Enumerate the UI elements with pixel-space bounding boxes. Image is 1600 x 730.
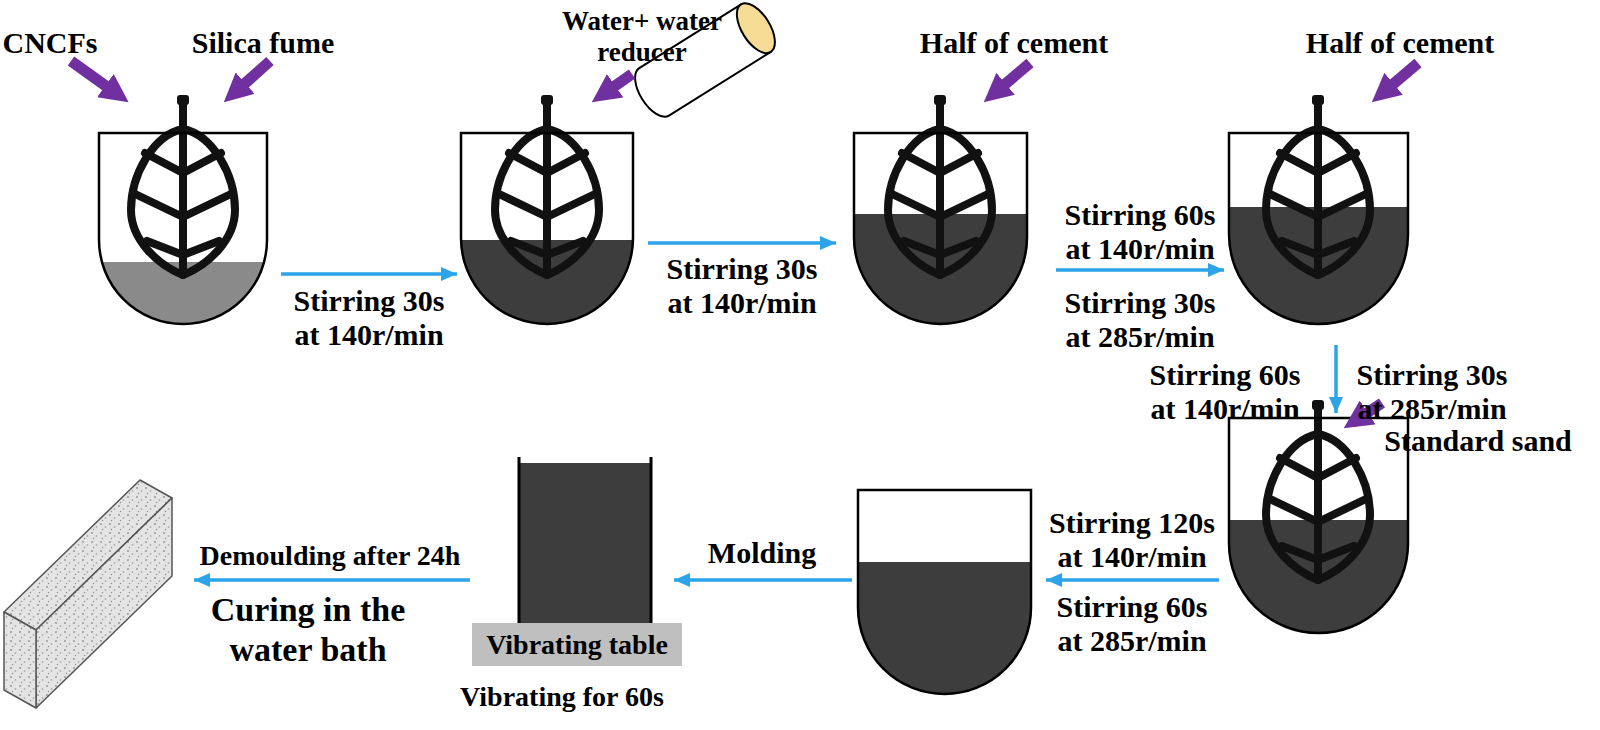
feed-arrow: [71, 61, 117, 94]
ingredient-label: Silica fume: [143, 26, 383, 60]
stirring-label: Stirring 30s at 140r/min: [287, 284, 452, 352]
ingredient-label: Standard sand: [1363, 424, 1593, 458]
step-arrow: [281, 272, 457, 276]
stirring-label: Stirring 30s at 285r/min: [1350, 358, 1515, 426]
step-label: Demoulding after 24h: [165, 540, 495, 572]
mixing-bowl: [858, 490, 1031, 694]
beaker-opening: [729, 0, 782, 59]
step-arrow: [1056, 268, 1224, 272]
feed-arrow: [235, 61, 271, 93]
mixing-bowl: [854, 133, 1027, 324]
mould-wall: [519, 457, 651, 623]
specimen-face: [4, 612, 36, 708]
mould: [519, 463, 651, 623]
stirring-label: Stirring 60s at 140r/min: [1058, 198, 1223, 266]
step-arrow: [194, 578, 470, 582]
mixing-bowl: [1229, 133, 1408, 324]
mixture-fill: [858, 562, 1031, 702]
node-title: Vibrating table: [472, 623, 682, 666]
mixer-paddle: [888, 95, 992, 275]
mixer-paddle: [1266, 95, 1370, 275]
mixer-paddle: [131, 95, 235, 275]
stirring-label: Stirring 60s at 140r/min: [1143, 358, 1308, 426]
stirring-label: Stirring 30s at 140r/min: [660, 252, 825, 320]
ingredient-label: Water+ water reducer: [542, 6, 742, 68]
step-label: Molding: [677, 536, 847, 570]
step-arrow: [1046, 578, 1219, 582]
stirring-label: Stirring 30s at 285r/min: [1058, 286, 1223, 354]
vibrating-table: Vibrating tableVibrating for 60s: [472, 623, 682, 666]
mixing-bowl: [1229, 418, 1408, 633]
feed-arrow: [995, 63, 1030, 93]
specimen-prism: [4, 480, 172, 708]
specimen-face: [36, 498, 172, 708]
step-label: Curing in the water bath: [198, 590, 418, 670]
step-arrow: [1334, 345, 1338, 413]
mixing-bowl: [461, 133, 633, 324]
stirring-label: Stirring 120s at 140r/min: [1042, 506, 1222, 574]
step-arrow: [674, 578, 852, 582]
mixer-paddle: [1266, 400, 1370, 580]
feed-arrow: [1383, 63, 1418, 93]
node-note: Vibrating for 60s: [442, 681, 682, 713]
mixer-paddle: [495, 95, 599, 275]
feed-arrow: [604, 74, 633, 94]
ingredient-label: CNCFs: [0, 26, 150, 60]
step-arrow: [648, 241, 836, 245]
ingredient-label: Half of cement: [884, 26, 1144, 60]
stirring-label: Stirring 60s at 285r/min: [1042, 590, 1222, 658]
ingredient-label: Half of cement: [1270, 26, 1530, 60]
mixing-bowl: [99, 133, 267, 324]
